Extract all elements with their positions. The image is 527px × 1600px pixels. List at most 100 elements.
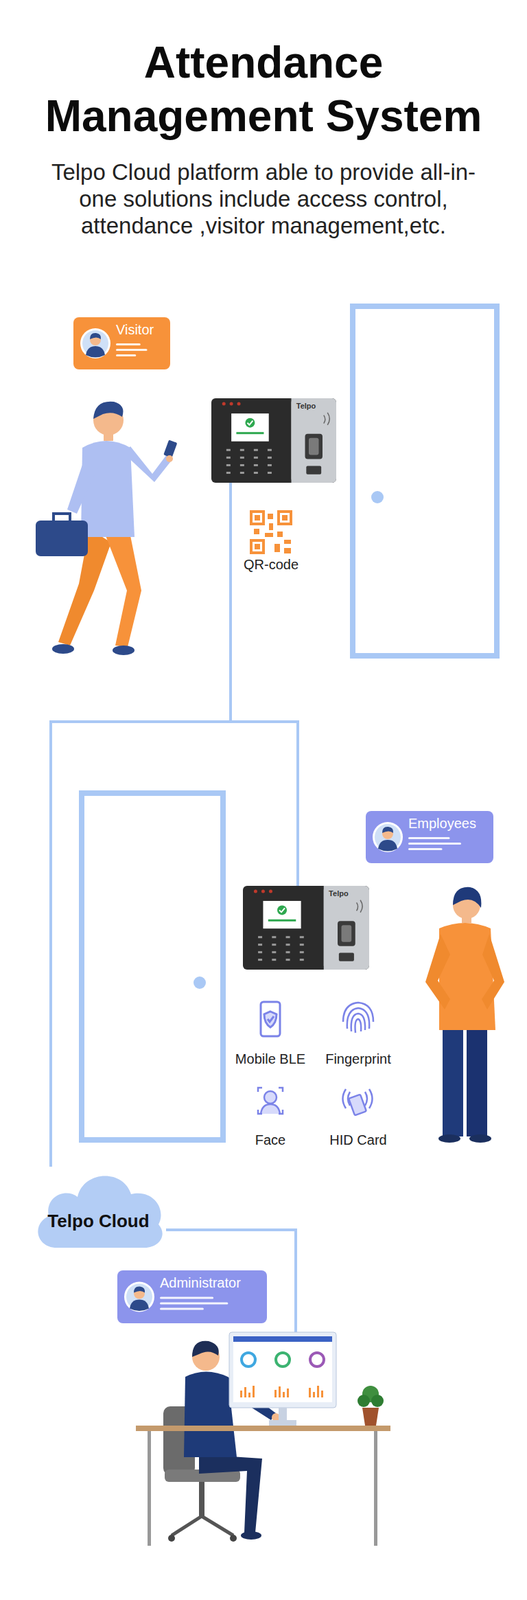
mobile-ble-icon-part — [264, 1010, 277, 1027]
employee-figure-part — [469, 1133, 492, 1142]
role-badge-part-part — [408, 841, 462, 845]
qr-code-icon-part — [282, 514, 288, 521]
node-label: Employees — [408, 815, 477, 831]
terminal-device-part-part — [323, 412, 330, 425]
hid-card-icon-part — [343, 1088, 347, 1108]
terminal-device-part-part — [267, 448, 272, 451]
terminal-device-part-part — [277, 904, 287, 915]
qr-code-icon-part — [254, 514, 261, 521]
role-badge-part-part — [89, 332, 101, 339]
role-badge-part-part — [159, 1307, 204, 1310]
terminal-device-part-part — [286, 942, 291, 945]
employee-figure-part — [481, 933, 505, 1009]
terminal-device-part-part — [253, 463, 259, 466]
terminal-device-part-part — [253, 448, 259, 451]
role-badge-part-part — [159, 1296, 214, 1299]
terminal-device-part-part — [338, 952, 355, 961]
employee-figure-part — [466, 1022, 488, 1136]
terminal-device-part-part — [253, 889, 258, 893]
role-badge: Administrator — [117, 1269, 267, 1323]
admin-desk-scene-part — [171, 1515, 234, 1535]
terminal-device-part-part — [305, 433, 323, 460]
terminal-device-part-part — [258, 935, 263, 938]
admin-desk-scene-part-part — [244, 1386, 247, 1397]
role-badge-part-part — [85, 345, 105, 358]
admin-desk-scene-part — [373, 1430, 378, 1545]
terminal-device-part-part — [211, 397, 337, 483]
role-badge-part-part — [115, 348, 148, 351]
hid-card-icon-part — [365, 1091, 368, 1105]
terminal-device-part-part — [308, 437, 320, 455]
role-badge: Employees — [365, 810, 494, 863]
terminal-device-part-part — [299, 942, 304, 945]
terminal-device-part-part — [306, 465, 322, 474]
admin-desk-scene-part-part — [286, 1387, 289, 1397]
connector-line — [50, 482, 231, 1166]
role-badge-part-part — [124, 1281, 155, 1312]
qr-code-icon-part — [277, 531, 283, 537]
fingerprint-icon — [343, 1001, 374, 1033]
employee-figure-part — [452, 886, 482, 908]
title: Attendance Management System — [23, 35, 504, 143]
terminal-device-part-part — [286, 957, 291, 960]
admin-desk-scene-part — [147, 1430, 151, 1545]
admin-desk-scene-part-part — [282, 1390, 285, 1397]
node-label: Administrator — [159, 1274, 241, 1291]
hid-card-icon-part — [369, 1088, 373, 1108]
icon-label: HID Card — [329, 1131, 387, 1148]
terminal-device-part-part — [222, 402, 226, 406]
visitor-figure-part — [35, 520, 88, 556]
employee-figure-part — [439, 922, 496, 1030]
door — [352, 306, 497, 656]
terminal-device-part-part — [242, 885, 370, 969]
qr-code-icon-part — [254, 543, 261, 549]
terminal-device-part-part — [267, 471, 272, 474]
terminal-device-part-part — [299, 957, 304, 960]
admin-desk-scene-part — [278, 1406, 287, 1421]
visitor-figure-part — [53, 513, 70, 521]
connector-line — [230, 482, 298, 886]
terminal-device-part-part — [271, 957, 276, 960]
node-label: Telpo — [328, 888, 349, 897]
terminal-device-part-part — [237, 402, 241, 406]
role-badge-part-part — [159, 1301, 228, 1304]
admin-desk-scene-part-part — [252, 1384, 255, 1397]
node-label: Telpo Cloud — [30, 1209, 167, 1232]
admin-desk-scene-part — [362, 1406, 379, 1425]
terminal-device-part-part — [290, 397, 337, 483]
role-badge-part-part — [378, 839, 398, 851]
qr-code-icon-part — [251, 540, 264, 553]
terminal-device-part — [211, 397, 337, 483]
admin-desk-scene-part-part — [308, 1386, 311, 1397]
qr-code-icon-part — [253, 528, 260, 534]
terminal-device-part-part — [253, 456, 259, 459]
admin-desk-scene-part-part — [278, 1385, 281, 1397]
terminal-device-part-part — [236, 431, 264, 434]
admin-desk-scene-part — [135, 1424, 391, 1431]
qr-code-icon-part — [284, 547, 291, 554]
door-part — [371, 490, 384, 503]
admin-desk-scene-part-part — [274, 1388, 277, 1397]
terminal-device-part-part — [240, 471, 245, 474]
role-badge-part-part — [115, 354, 136, 357]
terminal-device-part-part — [323, 885, 330, 969]
fingerprint-icon-part — [355, 1018, 362, 1033]
terminal-device-part-part — [268, 889, 273, 893]
terminal-device-part-part — [356, 899, 363, 912]
terminal-device-part-part — [271, 942, 276, 945]
role-badge-part-part — [80, 328, 111, 359]
admin-desk-scene-part-part — [312, 1390, 315, 1397]
terminal-device-part — [242, 885, 370, 969]
terminal-device-part-part — [323, 885, 370, 969]
mobile-ble-icon — [260, 1001, 280, 1036]
mobile-ble-icon-part — [267, 1015, 274, 1022]
terminal-device-part-part — [290, 397, 297, 483]
caption: Telpo Cloud platform able to provide all… — [50, 158, 477, 239]
admin-desk-scene-part — [310, 1351, 324, 1366]
admin-desk-scene-part — [240, 1530, 262, 1539]
terminal-device-part-part — [253, 471, 259, 474]
qr-code-icon-part — [268, 522, 274, 530]
